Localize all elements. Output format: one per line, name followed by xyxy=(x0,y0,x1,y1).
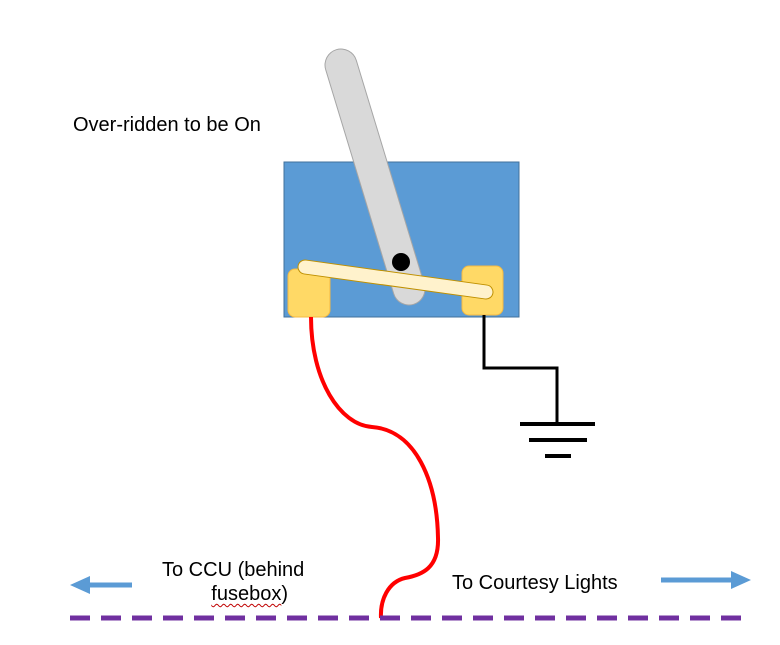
ccu-label: To CCU (behind fusebox) xyxy=(162,558,304,606)
switch-lever-fill xyxy=(325,49,425,305)
courtesy-lights-label: To Courtesy Lights xyxy=(452,572,618,594)
ground-icon xyxy=(520,422,595,458)
live-wire xyxy=(309,316,441,619)
ccu-label-word: fusebox xyxy=(211,583,282,605)
ccu-label-paren: ) xyxy=(281,583,289,605)
ccu-label-line2: fusebox) xyxy=(162,582,304,606)
ground-wire xyxy=(482,315,559,424)
pivot-dot xyxy=(392,253,410,271)
contact-arm xyxy=(298,260,493,299)
switch-state-label: Over-ridden to be On xyxy=(73,114,261,136)
ccu-label-line1: To CCU (behind xyxy=(162,559,305,581)
arrow-left-icon xyxy=(70,576,132,594)
arrow-right-icon xyxy=(661,571,751,589)
